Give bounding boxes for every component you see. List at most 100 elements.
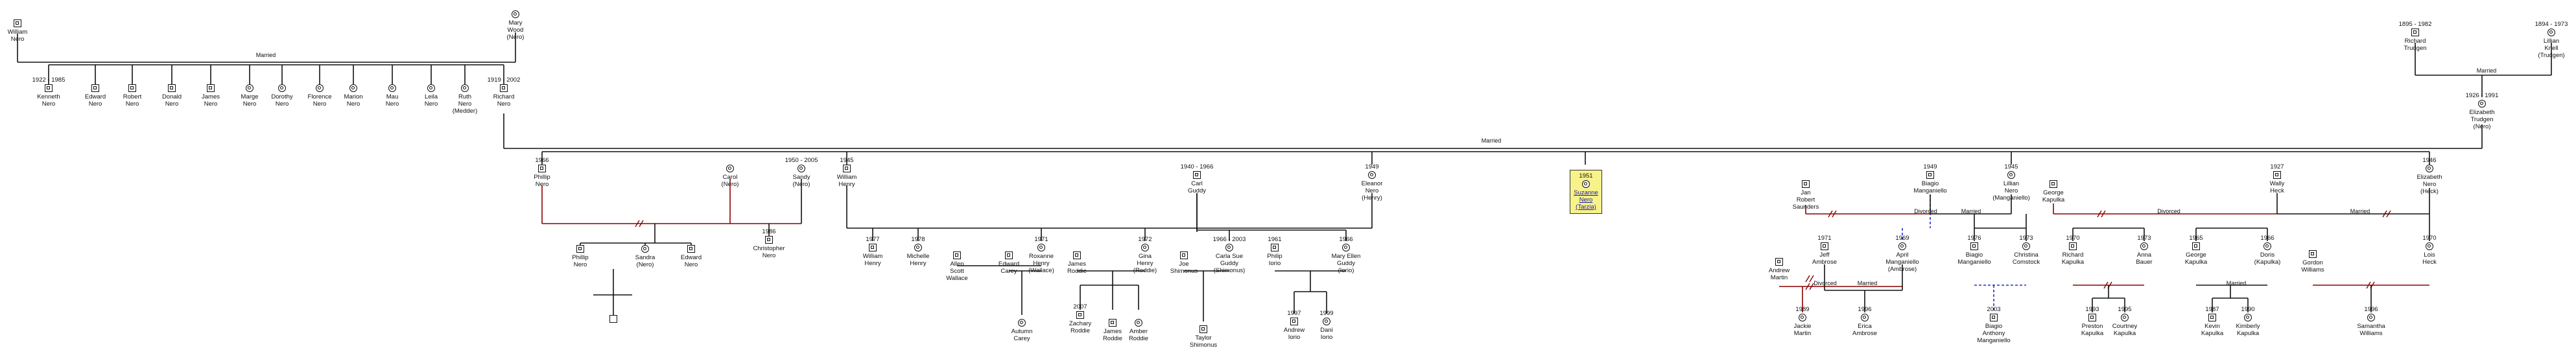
person-amber-roddie[interactable]: Amber Roddie	[1105, 311, 1172, 342]
person-james-roddie-jr[interactable]: James Roddie	[1079, 311, 1146, 342]
person-autumn-carey[interactable]: Autumn Carey	[988, 311, 1056, 342]
female-icon	[1037, 244, 1045, 251]
connector-line	[1805, 275, 1810, 283]
connector-line	[2103, 281, 2109, 289]
person-phillip-nero-jr[interactable]: Phillip Nero	[547, 237, 614, 268]
person-ruth-nero[interactable]: Ruth Nero (Medder)	[431, 76, 499, 115]
person-sandra-nero[interactable]: Sandra (Nero)	[611, 237, 679, 268]
female-icon	[1018, 319, 1026, 327]
person-james-roddie[interactable]: James Roddie	[1043, 244, 1111, 275]
person-george-kapulka-sr[interactable]: George Kapulka	[2020, 172, 2087, 204]
person-edward-nero-jr[interactable]: Edward Nero	[657, 237, 725, 268]
unknown-person-icon	[609, 315, 617, 323]
person-florence-nero[interactable]: Florence Nero	[286, 76, 353, 108]
person-robert-nero[interactable]: Robert Nero	[99, 76, 166, 108]
female-icon	[2478, 100, 2486, 108]
person-donald-nero[interactable]: Donald Nero	[138, 76, 206, 108]
person-dorothy-nero[interactable]: Dorothy Nero	[248, 76, 316, 108]
label-married: Married	[2350, 208, 2370, 215]
female-icon	[1135, 319, 1142, 327]
person-marge-nero[interactable]: Marge Nero	[216, 76, 283, 108]
male-icon	[1926, 171, 1934, 179]
female-icon	[427, 84, 435, 92]
person-gordon-williams[interactable]: Gordon Williams	[2279, 242, 2346, 274]
male-icon	[843, 165, 851, 172]
male-icon	[1290, 318, 1298, 325]
person-william-nero[interactable]: William Nero	[0, 12, 51, 43]
label-divorced: Divorced	[1814, 280, 1837, 286]
person-joe-shimonus[interactable]: Joe Shimonus	[1150, 244, 1218, 275]
female-icon	[1898, 242, 1906, 250]
male-icon	[2273, 171, 2281, 179]
connector-line	[2097, 210, 2102, 218]
person-andrew-martin[interactable]: Andrew Martin	[1745, 250, 1813, 281]
person-leila-nero[interactable]: Leila Nero	[397, 76, 465, 108]
female-icon	[1141, 244, 1149, 251]
person-edward-nero[interactable]: Edward Nero	[62, 76, 129, 108]
person-marion-nero[interactable]: Marion Nero	[320, 76, 387, 108]
male-icon	[45, 84, 53, 92]
person-unknown-child[interactable]	[580, 307, 647, 324]
male-icon	[1073, 251, 1081, 259]
female-icon	[1861, 314, 1869, 321]
person-mary-wood[interactable]: Mary Wood (Nero)	[482, 3, 549, 41]
female-icon	[2426, 165, 2433, 172]
person-taylor-shimonus[interactable]: Taylor Shimonus	[1170, 318, 1237, 349]
person-jan-saunders[interactable]: Jan Robert Saunders	[1772, 172, 1839, 211]
label-married: Married	[1961, 208, 1981, 215]
female-icon	[388, 84, 396, 92]
person-james-nero[interactable]: James Nero	[177, 76, 244, 108]
person-mau-nero[interactable]: Mau Nero	[359, 76, 426, 108]
person-allen-wallace[interactable]: Allen Scott Wallace	[923, 244, 991, 282]
female-icon	[1368, 171, 1376, 179]
person-edward-carey[interactable]: Edward Carey	[975, 244, 1043, 275]
person-carol-nero[interactable]: Carol (Nero)	[696, 157, 764, 188]
connector-line	[1805, 283, 1810, 290]
male-icon	[765, 236, 773, 244]
